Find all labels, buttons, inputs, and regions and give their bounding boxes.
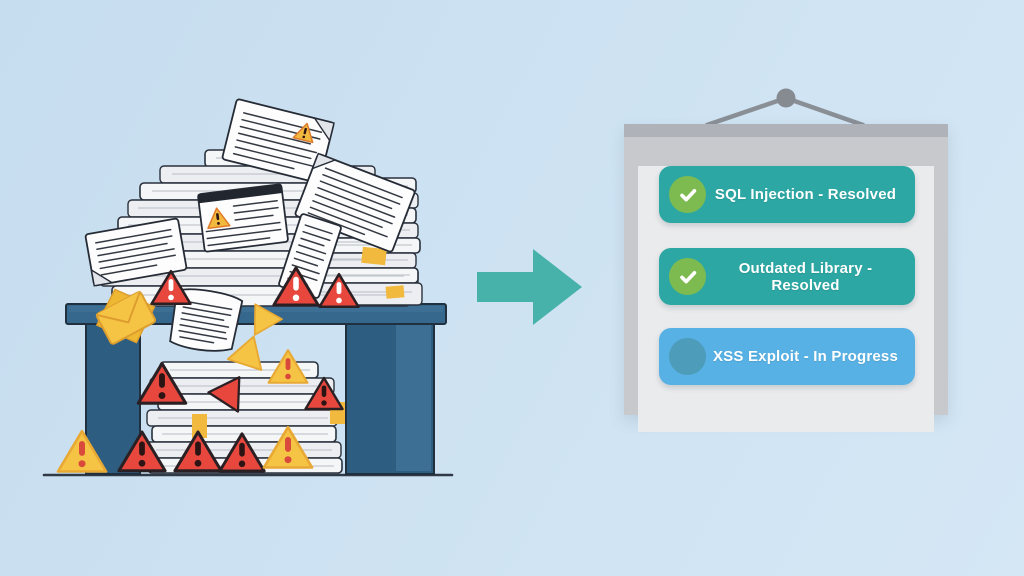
check-icon — [669, 258, 706, 295]
envelope — [95, 288, 156, 345]
document-page — [221, 98, 335, 184]
warning-triangle-icon — [136, 361, 188, 405]
warning-triangle-icon — [207, 207, 231, 230]
sticky-note — [361, 246, 387, 266]
warning-triangle-icon — [318, 272, 360, 309]
document-page — [197, 183, 289, 253]
sticky-note — [192, 414, 207, 438]
warning-triangle-icon — [292, 122, 314, 144]
hanger-knob — [776, 88, 796, 108]
board-surface: SQL Injection - Resolved Outdated Librar… — [638, 166, 934, 432]
status-label: XSS Exploit - In Progress — [712, 348, 899, 365]
filled-circle-icon — [669, 338, 706, 375]
warning-triangle-icon — [218, 432, 266, 473]
paper-triangle — [253, 303, 283, 336]
status-item-sql-injection: SQL Injection - Resolved — [659, 166, 915, 223]
board-top-rail — [624, 124, 948, 137]
warning-triangle-icon — [207, 376, 241, 413]
paper-triangle — [226, 335, 263, 371]
warning-triangle-icon — [56, 429, 108, 473]
warning-triangle-icon — [262, 425, 314, 469]
board-hanger — [704, 88, 866, 128]
warning-triangle-icon — [267, 349, 309, 384]
sticky-note — [385, 285, 405, 299]
cluttered-desk-illustration — [42, 98, 454, 477]
warning-triangle-icon — [304, 376, 344, 411]
status-item-xss-exploit: XSS Exploit - In Progress — [659, 328, 915, 385]
status-board: SQL Injection - Resolved Outdated Librar… — [624, 88, 948, 432]
warning-triangle-icon — [173, 430, 223, 473]
status-item-outdated-library: Outdated Library - Resolved — [659, 248, 915, 305]
document-page — [294, 152, 416, 253]
status-label: Outdated Library - Resolved — [738, 259, 873, 294]
arrow-right-icon — [477, 249, 582, 325]
check-icon — [669, 176, 706, 213]
board-frame: SQL Injection - Resolved Outdated Librar… — [624, 124, 948, 432]
warning-triangle-icon — [272, 266, 320, 307]
status-label: SQL Injection - Resolved — [714, 186, 897, 203]
document-page — [84, 217, 188, 287]
warning-triangle-icon — [150, 269, 192, 306]
warning-triangle-icon — [117, 430, 167, 473]
